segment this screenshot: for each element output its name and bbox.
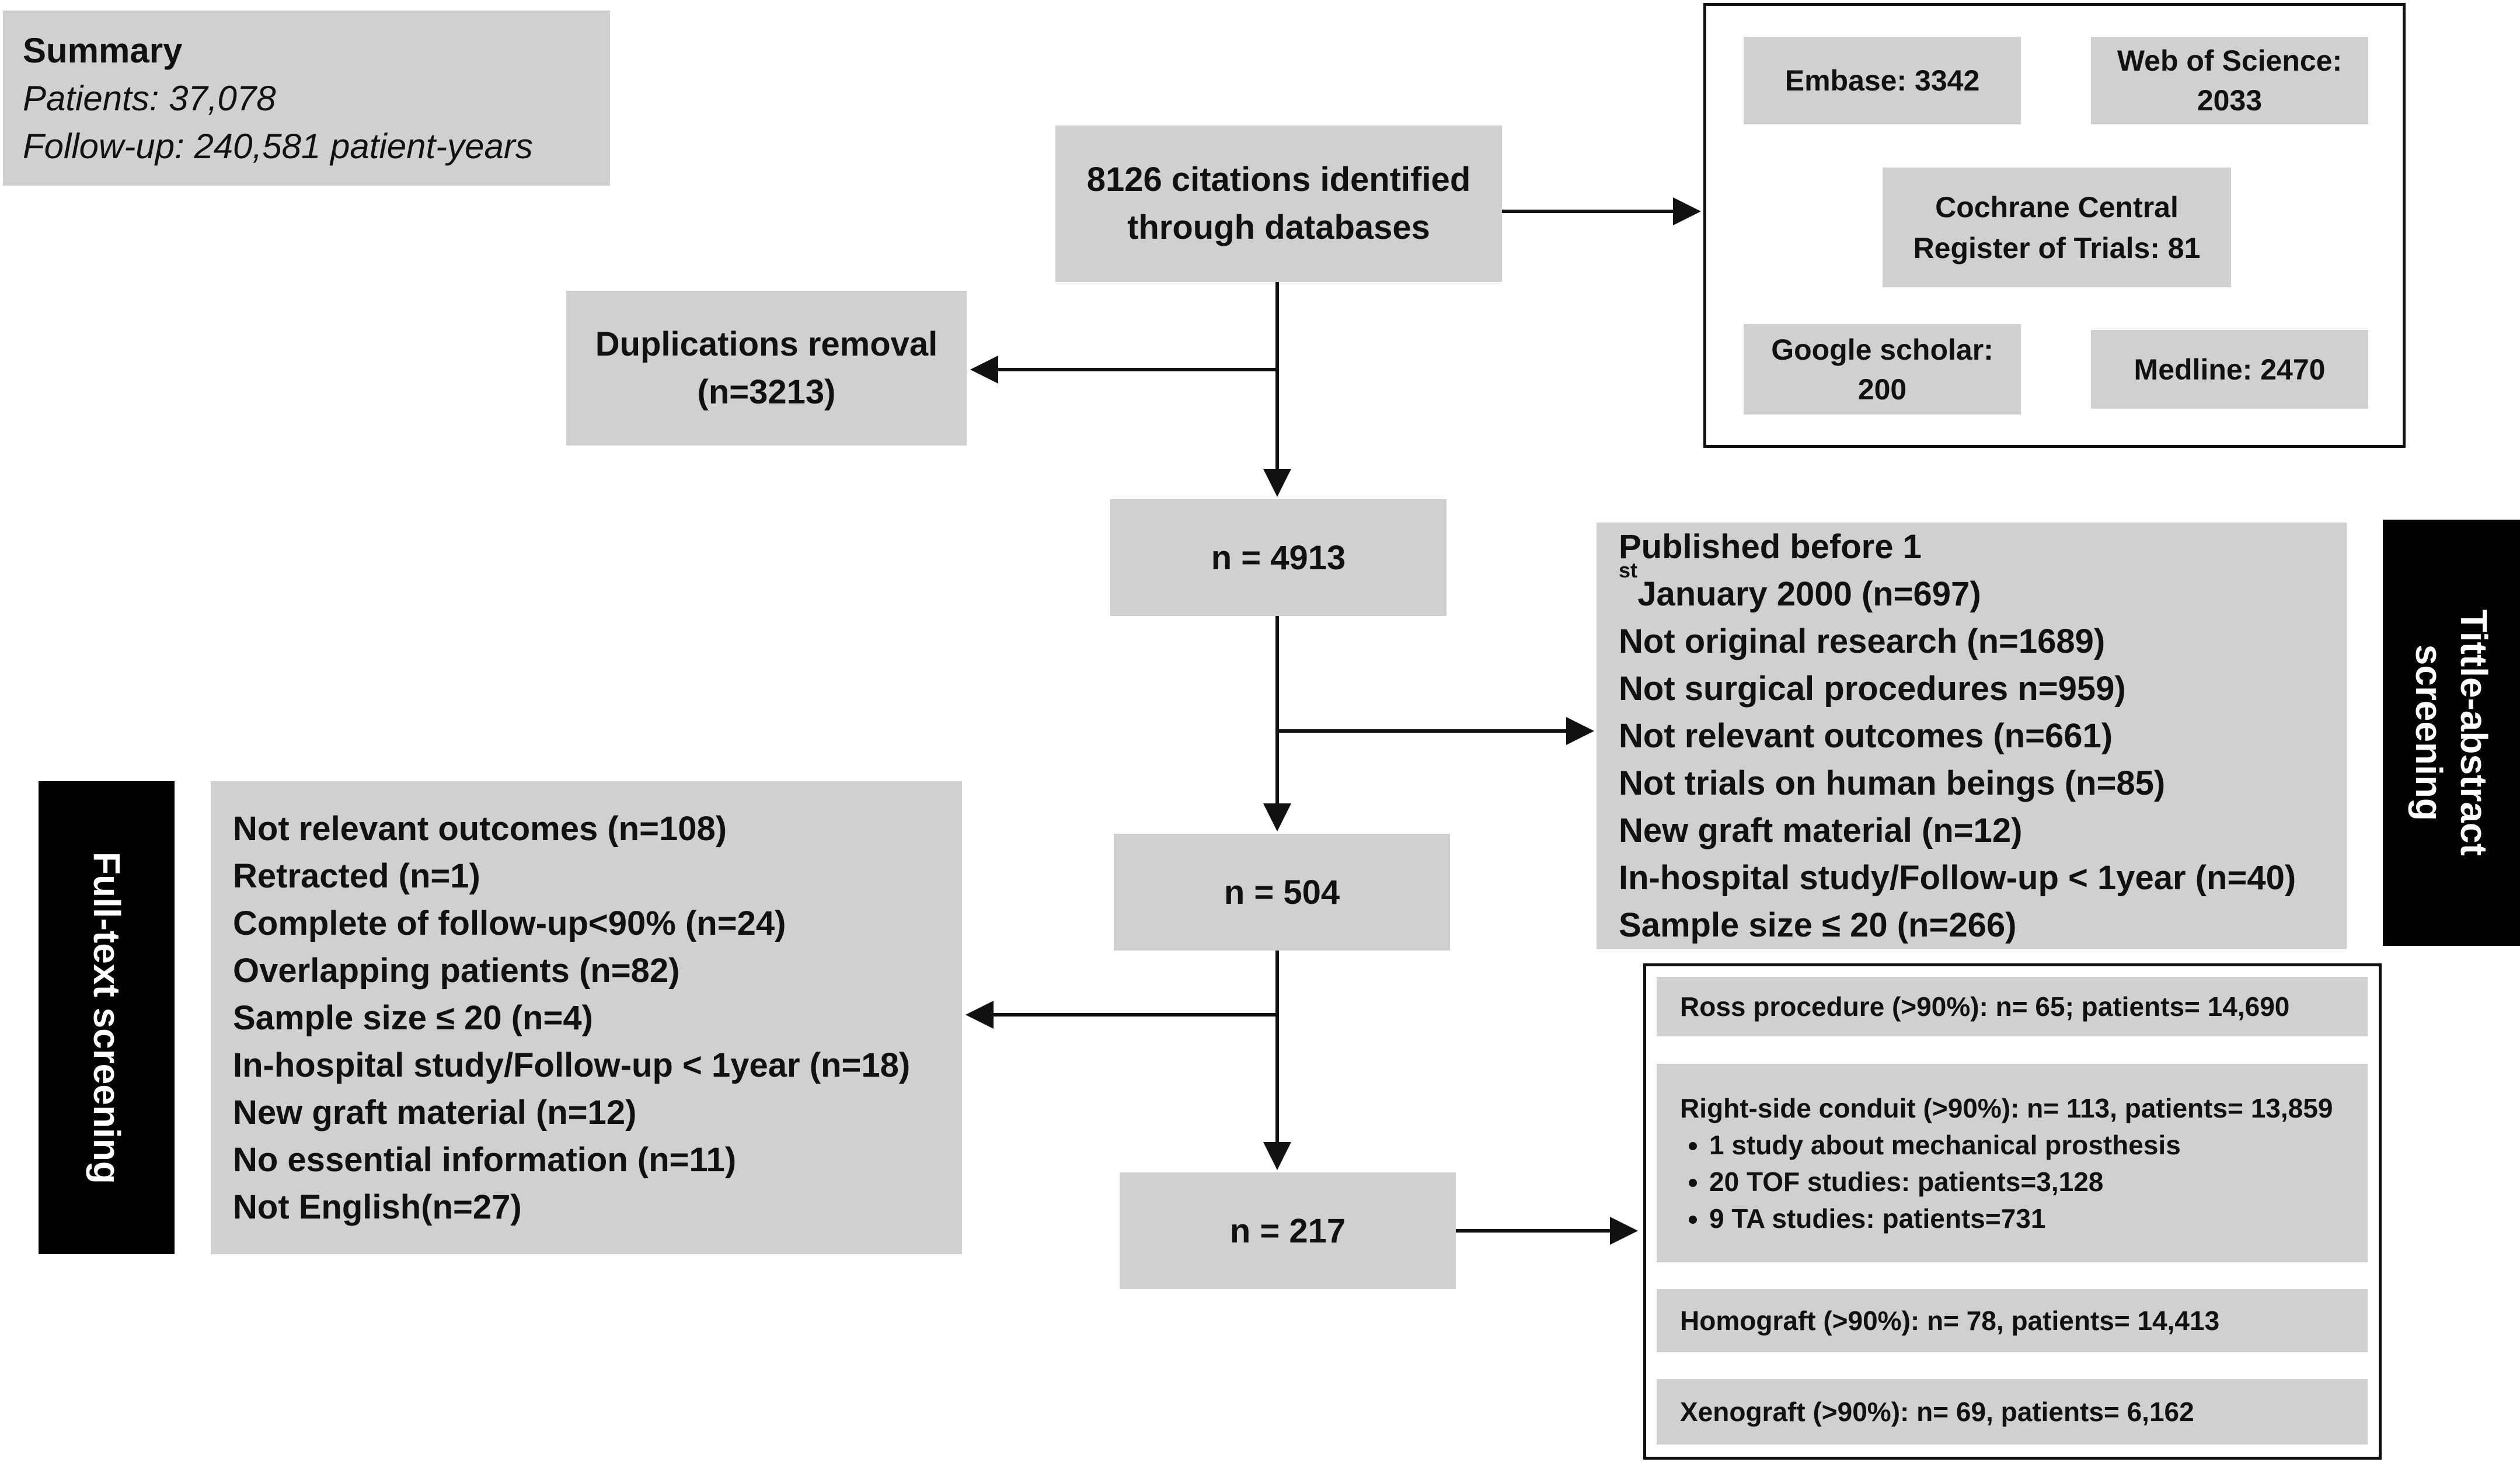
summary-title: Summary [23, 31, 183, 70]
list-item: Complete of follow-up<90% (n=24) [233, 904, 786, 942]
medline-box: Medline: 2470 [2091, 330, 2368, 409]
right-side-conduit-label: Right-side conduit (>90%): n= 113, patie… [1680, 1093, 2333, 1123]
google-scholar-line2: 200 [1857, 373, 1907, 406]
duplications-line1: Duplications removal [595, 325, 938, 363]
list-item: In-hospital study/Follow-up < 1year (n=1… [233, 1046, 911, 1084]
web-of-science-line1: Web of Science: [2117, 44, 2343, 77]
cochrane-line2: Register of Trials: 81 [1913, 231, 2201, 264]
list-item: Not relevant outcomes (n=661) [1619, 716, 2113, 755]
xenograft-box: Xenograft (>90%): n= 69, patients= 6,162 [1657, 1379, 2368, 1444]
summary-followup: Follow-up: 240,581 patient-years [23, 127, 533, 166]
web-of-science-box: Web of Science: 2033 [2091, 37, 2368, 124]
homograft-box: Homograft (>90%): n= 78, patients= 14,41… [1657, 1289, 2368, 1352]
duplications-box: Duplications removal (n=3213) [566, 291, 967, 445]
ross-procedure-label: Ross procedure (>90%): n= 65; patients= … [1680, 991, 2290, 1022]
list-item: 9 TA studies: patients=731 [1709, 1200, 2368, 1237]
list-item: New graft material (n=12) [1619, 811, 2023, 850]
list-item: Sample size ≤ 20 (n=266) [1619, 906, 2017, 944]
published-before-suffix: January 2000 (n=697) [1619, 575, 1981, 613]
title-abstract-screening-label: Tittle-abstract screening [2383, 520, 2520, 946]
right-side-conduit-list: 1 study about mechanical prosthesis 20 T… [1657, 1127, 2368, 1237]
embase-label: Embase: 3342 [1784, 64, 1980, 97]
n4913-box: n = 4913 [1110, 499, 1447, 616]
n504-box: n = 504 [1114, 834, 1450, 951]
n217-label: n = 217 [1229, 1212, 1346, 1250]
google-scholar-box: Google scholar: 200 [1744, 324, 2021, 415]
citations-box: 8126 citations identified through databa… [1055, 126, 1502, 282]
list-item: Not relevant outcomes (n=108) [233, 809, 727, 848]
list-item: 1 study about mechanical prosthesis [1709, 1127, 2368, 1164]
cochrane-box: Cochrane Central Register of Trials: 81 [1883, 168, 2231, 287]
embase-box: Embase: 3342 [1744, 37, 2021, 124]
google-scholar-line1: Google scholar: [1771, 333, 1993, 366]
citations-line1: 8126 citations identified [1086, 161, 1471, 199]
cochrane-line1: Cochrane Central [1935, 190, 2179, 224]
right-side-conduit-box: Right-side conduit (>90%): n= 113, patie… [1657, 1064, 2368, 1262]
list-item: New graft material (n=12) [233, 1093, 637, 1132]
xenograft-label: Xenograft (>90%): n= 69, patients= 6,162 [1680, 1397, 2194, 1427]
homograft-label: Homograft (>90%): n= 78, patients= 14,41… [1680, 1306, 2220, 1336]
web-of-science-line2: 2033 [2197, 84, 2263, 117]
list-item: Not original research (n=1689) [1619, 622, 2106, 660]
list-item: 20 TOF studies: patients=3,128 [1709, 1164, 2368, 1200]
list-item: Not surgical procedures n=959) [1619, 669, 2126, 708]
list-item: In-hospital study/Follow-up < 1year (n=4… [1619, 858, 2296, 897]
list-item: Sample size ≤ 20 (n=4) [233, 998, 593, 1037]
list-item: Not English(n=27) [233, 1188, 522, 1226]
citations-line2: through databases [1127, 208, 1430, 246]
summary-patients: Patients: 37,078 [23, 79, 276, 118]
duplications-line2: (n=3213) [697, 373, 836, 411]
list-item: Retracted (n=1) [233, 857, 480, 895]
n217-box: n = 217 [1120, 1172, 1456, 1289]
full-text-exclusions-box: Not relevant outcomes (n=108) Retracted … [211, 781, 962, 1254]
medline-label: Medline: 2470 [2134, 353, 2326, 386]
full-text-screening-label: Full-text screening [39, 781, 175, 1254]
n4913-label: n = 4913 [1211, 538, 1346, 577]
list-item: Not trials on human beings (n=85) [1619, 764, 2166, 802]
list-item: No essential information (n=11) [233, 1140, 737, 1179]
summary-box: Summary Patients: 37,078 Follow-up: 240,… [3, 11, 610, 186]
n504-label: n = 504 [1224, 873, 1340, 911]
list-item: Overlapping patients (n=82) [233, 951, 680, 990]
published-before-text: Published before 1 [1619, 527, 1922, 566]
ross-procedure-box: Ross procedure (>90%): n= 65; patients= … [1657, 977, 2368, 1036]
